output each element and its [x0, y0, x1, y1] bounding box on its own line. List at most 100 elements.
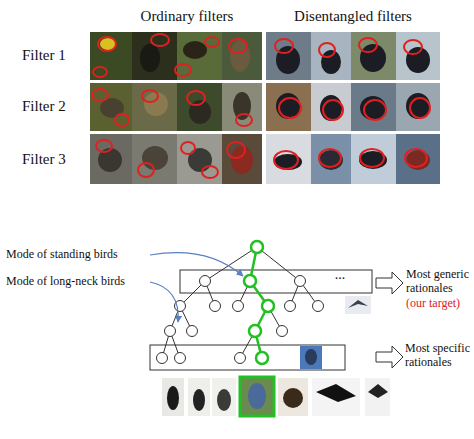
- photo: [396, 83, 440, 131]
- bird-part: [321, 50, 341, 74]
- photo: [90, 32, 132, 80]
- level-note: (our target): [406, 297, 472, 311]
- photo: [177, 32, 222, 80]
- activation-circle: [98, 37, 116, 51]
- level-band: [150, 345, 345, 370]
- bird-part: [142, 146, 168, 170]
- activation-circle: [202, 166, 218, 178]
- bird-part: [368, 384, 388, 398]
- callout-text: Mode of standing birds: [6, 248, 156, 262]
- bird-thumbnail: [300, 346, 322, 369]
- activation-circle: [410, 98, 430, 118]
- bird-part: [305, 349, 317, 365]
- photo: [222, 32, 262, 80]
- row-heading: Filter 3: [22, 151, 88, 168]
- row-heading: Filter 1: [22, 47, 88, 64]
- activation-circle: [236, 114, 252, 126]
- level-label: Most specific rationales: [405, 342, 473, 370]
- activation-circle: [187, 91, 205, 105]
- photo: [90, 83, 132, 131]
- callout-arrow: [150, 282, 178, 322]
- photo: [311, 134, 351, 184]
- row-heading: Filter 2: [22, 98, 88, 115]
- tree-edge: [257, 247, 300, 281]
- tree-node-highlight: [262, 300, 274, 312]
- tree-node: [200, 276, 211, 287]
- bird-part: [248, 383, 266, 409]
- activation-circle: [227, 142, 245, 158]
- bird-part: [276, 46, 300, 74]
- photo: [90, 134, 132, 184]
- bird-part: [144, 92, 168, 116]
- tree-node-highlight: [251, 241, 263, 253]
- tree-node: [285, 301, 296, 312]
- tree-node: [157, 353, 168, 364]
- callout-text: Mode of long-neck birds: [6, 275, 156, 289]
- bird-part: [183, 41, 207, 59]
- bird-part: [320, 95, 342, 121]
- activation-circle: [138, 163, 154, 177]
- photo: [351, 83, 396, 131]
- bird-photo: [278, 378, 308, 416]
- level-label: Most generic rationales: [406, 268, 472, 296]
- photo: [177, 134, 222, 184]
- tree-node: [277, 326, 288, 337]
- activation-circle: [323, 100, 343, 120]
- photo: [266, 32, 311, 80]
- bird-part: [230, 40, 250, 72]
- tree-node: [175, 353, 186, 364]
- activation-circle: [92, 89, 108, 101]
- photo: [266, 134, 311, 184]
- bird-part: [360, 96, 386, 120]
- bird-part: [231, 146, 253, 174]
- bird-photo: [312, 378, 360, 416]
- activation-circle: [151, 34, 169, 46]
- activation-circle: [319, 149, 341, 167]
- tree-node: [187, 326, 198, 337]
- bird-part: [188, 148, 212, 172]
- activation-circle: [360, 149, 384, 167]
- bird-part: [193, 389, 205, 411]
- tree-node: [165, 326, 176, 337]
- bird-thumbnail: [345, 296, 371, 314]
- bird-part: [283, 388, 303, 408]
- bird-part: [217, 389, 231, 411]
- tree-node-highlight: [249, 325, 261, 337]
- photo: [132, 134, 177, 184]
- bird-photo: [188, 378, 210, 416]
- activation-circle: [142, 90, 158, 102]
- photo: [396, 134, 440, 184]
- photo: [222, 83, 262, 131]
- activation-circle: [93, 67, 107, 77]
- activation-circle: [359, 38, 377, 52]
- bird-part: [406, 93, 430, 119]
- photo: [132, 32, 177, 80]
- activation-circle: [364, 100, 386, 120]
- tree-node: [235, 353, 246, 364]
- bird-photo: [365, 378, 390, 416]
- tree-node-highlight: [256, 352, 268, 364]
- photo: [351, 134, 396, 184]
- hollow-arrow: [376, 346, 403, 368]
- bird-part: [348, 300, 368, 308]
- photo: [222, 134, 262, 184]
- activation-circle: [96, 140, 112, 152]
- activation-circle: [404, 40, 422, 54]
- activation-circle: [175, 64, 191, 76]
- bird-part: [167, 386, 179, 410]
- tree-node-highlight: [244, 275, 256, 287]
- tree-node: [313, 301, 324, 312]
- callout-arrow: [150, 253, 243, 276]
- photo: [266, 83, 311, 131]
- photo: [177, 83, 222, 131]
- photo: [311, 32, 351, 80]
- bird-part: [406, 150, 430, 170]
- bird-photo: [162, 378, 184, 416]
- column-heading: Ordinary filters: [112, 8, 262, 25]
- photo: [351, 32, 396, 80]
- hollow-arrow: [376, 272, 403, 294]
- bird-part: [276, 93, 300, 119]
- tree-node: [210, 301, 221, 312]
- column-heading: Disentangled filters: [262, 8, 444, 25]
